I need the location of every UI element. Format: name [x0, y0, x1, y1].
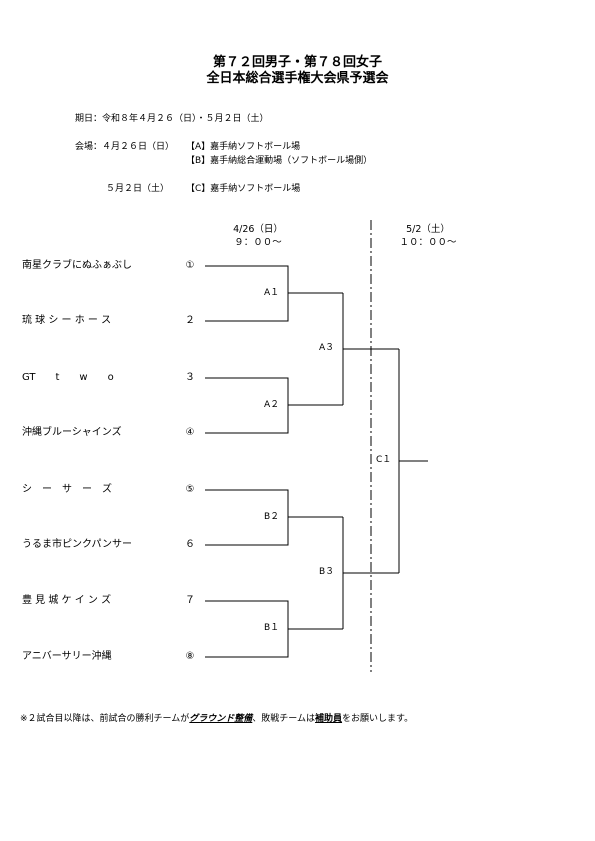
team-seed: ⑧ [185, 651, 195, 662]
note-ground-maintenance: グラウンド整備 [189, 714, 253, 724]
team-name: 琉 球 シ ー ホ ー ス [22, 315, 112, 326]
venue-day2: ５月２日（土） [106, 184, 170, 194]
bracket-b3-lines [342, 517, 399, 629]
match-b3-label: B３ [319, 567, 335, 577]
bracket-a2-lines [205, 377, 343, 434]
venue-day1: ４月２６日（日） [102, 142, 175, 152]
team-2: 琉 球 シ ー ホ ー ス [22, 314, 182, 328]
match-a2-label: A２ [264, 400, 280, 410]
day1-date: 4/26（日） [233, 224, 283, 235]
date-row: 期日：令和８年４月２６（日）・５月２日（土） [75, 113, 269, 125]
date-label: 期日： [75, 114, 103, 124]
page-title: 第７２回男子・第７８回女子 [212, 55, 382, 70]
venue-label: 会場： [75, 142, 103, 152]
team-name: シ ー サ ー ズ [22, 484, 112, 495]
day1-time: ９：００～ [234, 237, 282, 248]
bracket-b1-lines [205, 600, 343, 658]
team-seed: ６ [185, 539, 195, 550]
team-seed: ２ [185, 315, 195, 326]
bracket-a1-lines [205, 265, 343, 322]
team-name: 沖縄ブルーシャインズ [22, 427, 122, 438]
venue-a: 【A】嘉手納ソフトボール場 [186, 142, 301, 152]
team-4: 沖縄ブルーシャインズ [22, 426, 182, 440]
team-seed: ① [185, 260, 195, 271]
day2-date: 5/2（土） [406, 224, 450, 235]
match-b1-label: B１ [264, 623, 280, 633]
venue-c: 【C】嘉手納ソフトボール場 [186, 184, 301, 194]
note-suffix: をお願いします。 [342, 714, 414, 724]
team-5: シ ー サ ー ズ [22, 483, 182, 497]
note-assistant: 補助員 [315, 714, 343, 724]
team-6: うるま市ピンクパンサー [22, 538, 182, 552]
match-a1-label: A１ [264, 288, 280, 298]
team-seed: ３ [185, 372, 195, 383]
team-seed: ⑤ [185, 484, 195, 495]
match-b2-label: B２ [264, 512, 280, 522]
team-name: うるま市ピンクパンサー [22, 539, 132, 550]
note-prefix: ※２試合目以降は、前試合の勝利チームが [20, 714, 190, 724]
team-seed: ７ [185, 595, 195, 606]
team-name: 南星クラブにぬふぁぶし [22, 260, 132, 271]
date-value: 令和８年４月２６（日）・５月２日（土） [102, 114, 269, 124]
team-8: アニバーサリー沖縄 [22, 650, 182, 664]
team-seed: ④ [185, 427, 195, 438]
team-7: 豊 見 城 ケ イ ン ズ [22, 594, 182, 608]
page-subtitle: 全日本総合選手権大会県予選会 [206, 71, 389, 86]
footnote: ※２試合目以降は、前試合の勝利チームがグラウンド整備、敗戦チームは補助員をお願い… [20, 713, 413, 725]
bracket-b2-lines [205, 489, 343, 546]
team-name: アニバーサリー沖縄 [22, 651, 112, 662]
team-name: GT t w o [22, 372, 114, 383]
match-c1-label: C１ [376, 455, 392, 465]
bracket-c1-lines [398, 349, 428, 573]
venue-b: 【B】嘉手納総合運動場（ソフトボール場側） [186, 156, 373, 166]
team-3: GT t w o [22, 371, 182, 385]
venue-row-1: 会場：４月２６日（日） [75, 141, 174, 153]
note-middle: 、敗戦チームは [252, 714, 316, 724]
team-name: 豊 見 城 ケ イ ン ズ [22, 595, 112, 606]
day2-time: １０：００～ [399, 237, 457, 248]
match-a3-label: A３ [319, 343, 335, 353]
team-1: 南星クラブにぬふぁぶし [22, 259, 182, 273]
